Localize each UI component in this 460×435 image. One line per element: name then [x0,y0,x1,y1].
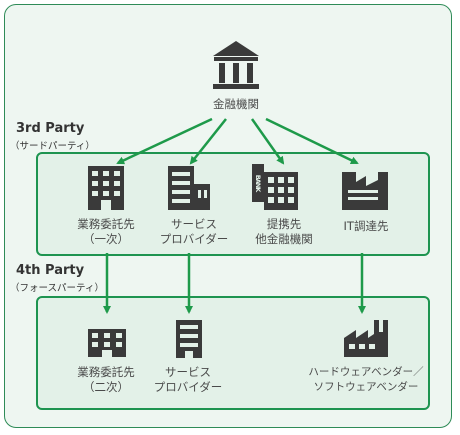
factory-icon [342,172,388,210]
bank-sign-text: BANK [254,175,262,193]
office-building-icon [88,166,124,210]
third-party-title: 3rd Party [16,121,85,136]
fourth-party-title: 4th Party [16,263,85,278]
third-party-outsourcing-label: 業務委託先 （一次） [77,217,135,246]
fourth-party-service-provider-label: サービス プロバイダー [153,365,223,394]
third-party-service-provider-label: サービス プロバイダー [159,217,229,246]
bank-sign-building-icon: BANK [252,164,298,210]
arrow-bank-to-service-provider [189,118,227,165]
third-party-it-vendor-label: IT調達先 [343,219,389,233]
arrow-bank-to-it-vendor [265,117,359,165]
third-party-partner-label: 提携先 他金融機関 [255,217,313,246]
fourth-party-hw-sw-vendor-label: ハードウェアベンダー／ ソフトウェアベンダー [308,366,424,393]
bank-label: 金融機関 [213,97,259,111]
fourth-party-outsourcing-label: 業務委託先 （二次） [77,365,135,394]
fourth-party-subtitle: （フォースパーティ） [10,283,104,294]
third-party-subtitle: （サードパーティ） [10,141,95,152]
arrow-bank-to-partner [250,118,285,165]
office-building-icon [168,166,210,210]
factory-icon [344,320,388,357]
office-building-icon [88,329,126,357]
bank-building-icon [213,41,259,89]
arrow-bank-to-outsourcing [116,117,213,165]
office-building-icon [176,320,202,358]
